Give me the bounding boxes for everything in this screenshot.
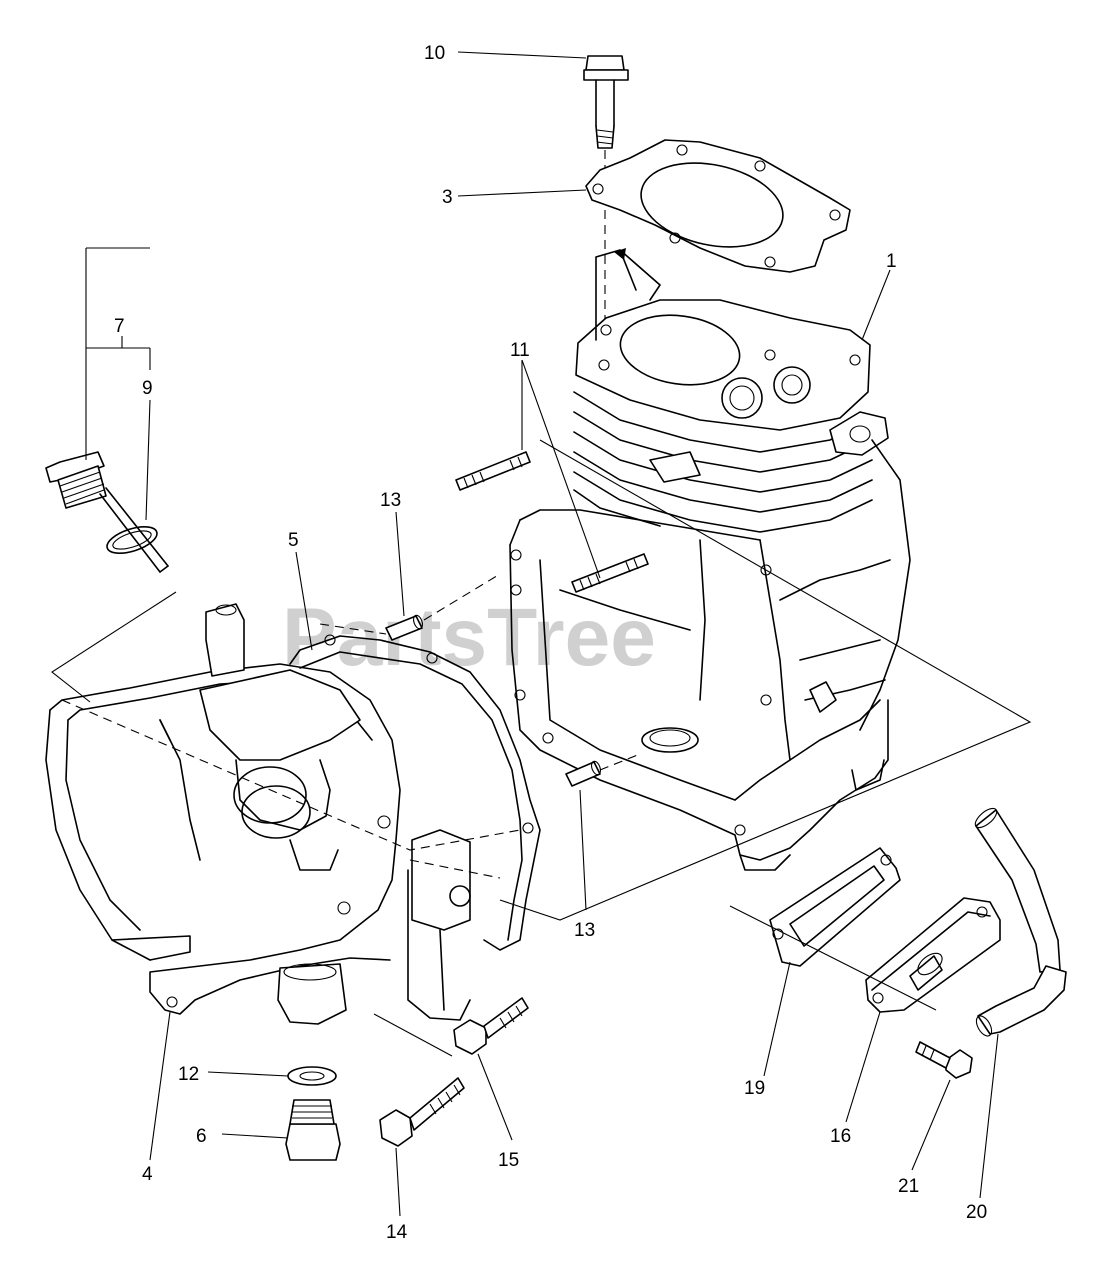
- part-5-cover-gasket[interactable]: [289, 634, 541, 951]
- part-14-bolt[interactable]: [379, 1077, 465, 1147]
- callout-1: 1: [886, 251, 897, 272]
- watermark-text: PartsTree: [282, 592, 656, 683]
- callout-11: 11: [510, 340, 530, 361]
- leader-lines: [85, 51, 999, 1217]
- part-7-oil-fill-plug[interactable]: [45, 451, 169, 573]
- assembly-lines: [51, 439, 1032, 1057]
- part-4-crankcase-cover[interactable]: [45, 603, 471, 1025]
- part-12-washer[interactable]: [287, 1066, 337, 1086]
- part-9-o-ring[interactable]: [104, 522, 160, 559]
- callout-13-lower: 13: [574, 920, 595, 941]
- part-16-breather-cover[interactable]: [865, 897, 1001, 1013]
- part-20-breather-hose[interactable]: [972, 805, 1067, 1038]
- callout-7: 7: [114, 316, 125, 337]
- callout-15: 15: [498, 1150, 519, 1171]
- callout-10: 10: [424, 43, 445, 64]
- callouts: 10 3 1 7 9 11 5 13 13 4 12 6 14 15 19 16…: [114, 43, 987, 1243]
- callout-19: 19: [744, 1078, 765, 1099]
- callout-5: 5: [288, 530, 299, 551]
- callout-21: 21: [898, 1176, 919, 1197]
- callout-13-upper: 13: [380, 490, 401, 511]
- part-13-dowel-pin-upper[interactable]: [385, 614, 424, 641]
- part-13-dowel-pin-lower[interactable]: [565, 760, 602, 787]
- callout-4: 4: [142, 1164, 153, 1185]
- part-11-stud-upper[interactable]: [455, 451, 531, 491]
- callout-9: 9: [142, 378, 153, 399]
- callout-16: 16: [830, 1126, 851, 1147]
- part-15-bolt[interactable]: [453, 997, 529, 1055]
- part-19-breather-gasket[interactable]: [769, 847, 901, 967]
- callout-6: 6: [196, 1126, 207, 1147]
- part-6-drain-plug[interactable]: [285, 1099, 341, 1161]
- part-21-screw[interactable]: [915, 1041, 973, 1079]
- part-11-stud-lower[interactable]: [571, 553, 649, 593]
- callout-20: 20: [966, 1202, 987, 1223]
- callout-3: 3: [442, 187, 453, 208]
- part-3-head-gasket[interactable]: [585, 139, 851, 273]
- callout-12: 12: [178, 1064, 199, 1085]
- part-1-cylinder-block[interactable]: [509, 248, 911, 871]
- callout-14: 14: [386, 1222, 408, 1243]
